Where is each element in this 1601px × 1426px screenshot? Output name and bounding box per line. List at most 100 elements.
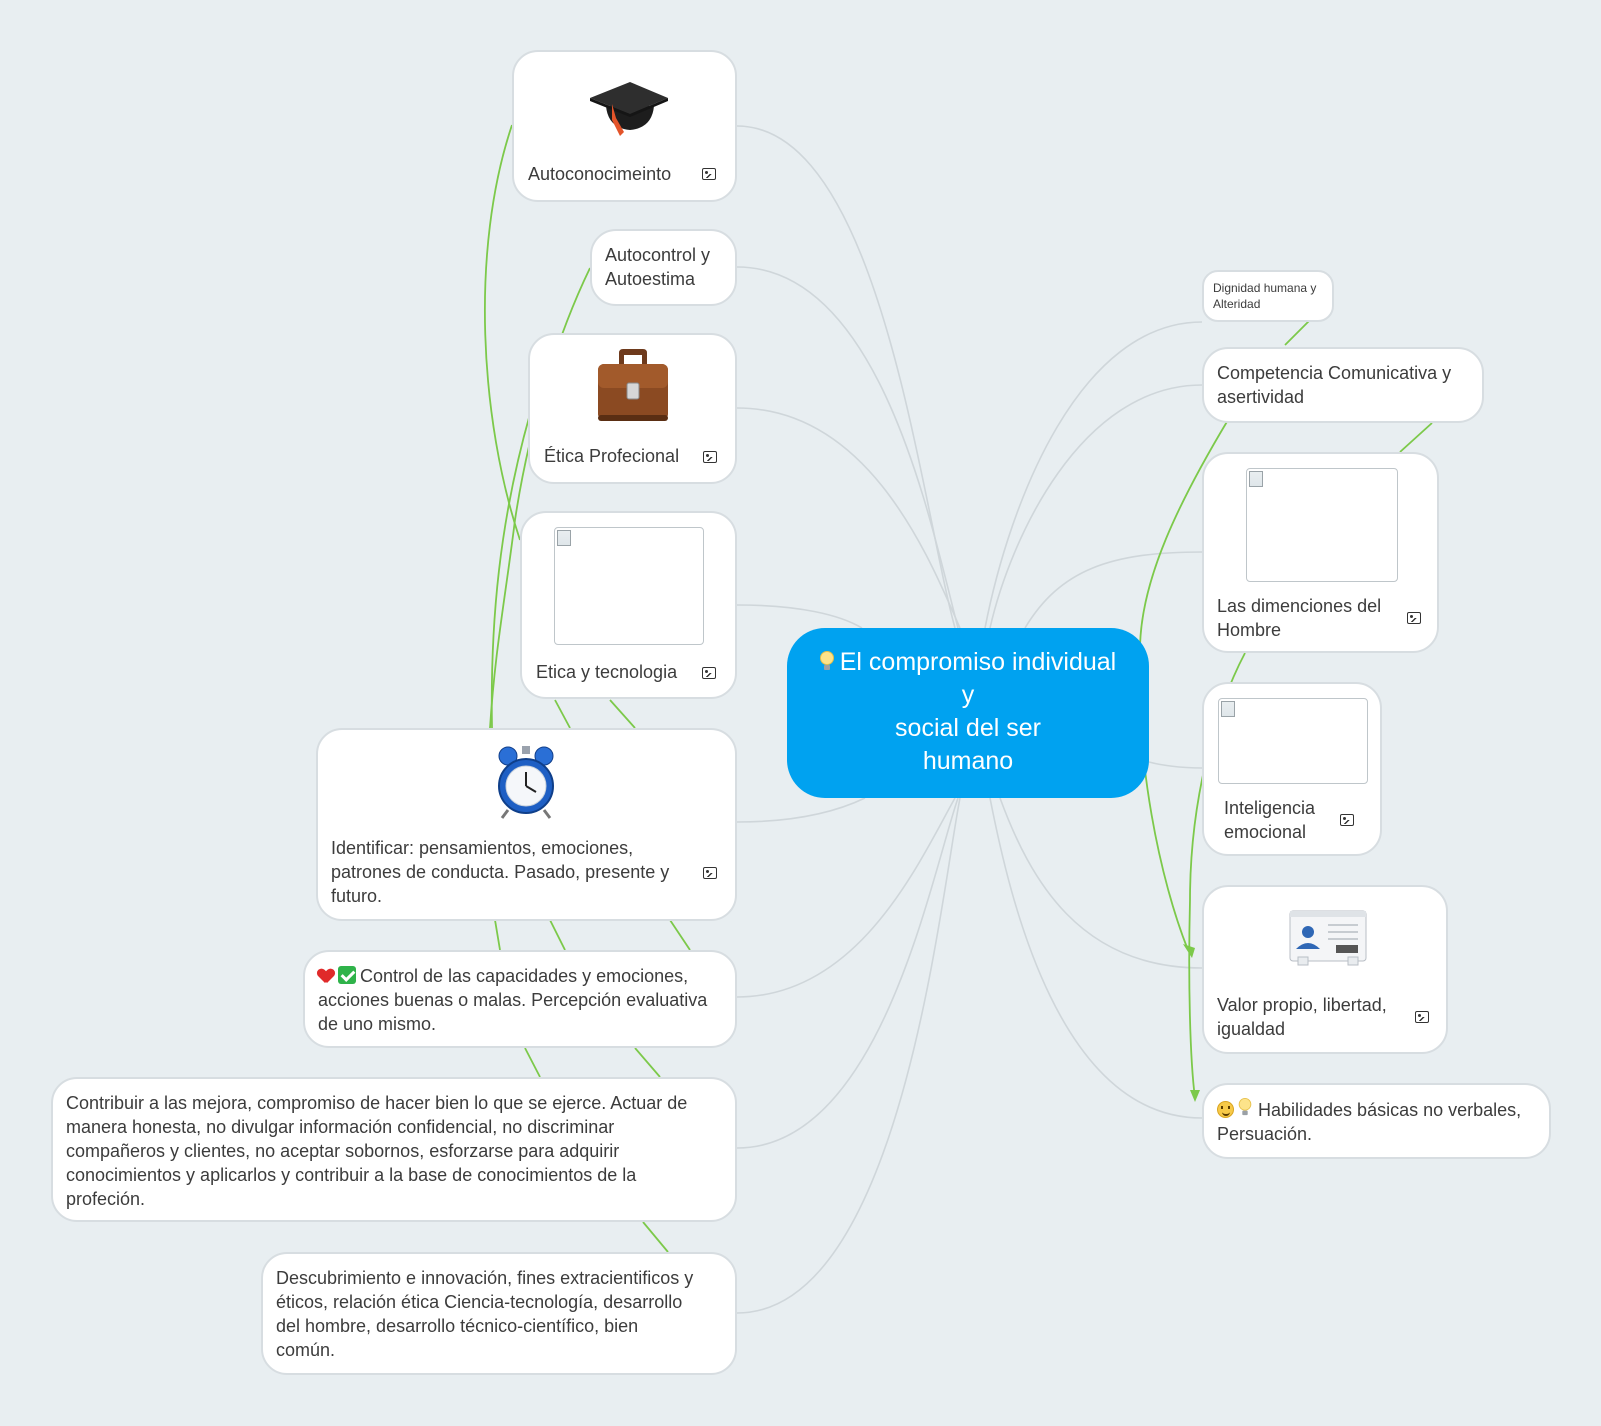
check-icon <box>338 966 356 984</box>
link-etica-profesional <box>736 407 961 629</box>
node-label-line: Autoestima <box>605 269 696 289</box>
image-icon[interactable] <box>703 867 717 879</box>
node-label-line: Valor propio, libertad, <box>1217 995 1387 1015</box>
link-inteligencia <box>1148 761 1203 769</box>
lightbulb-icon <box>819 651 834 671</box>
node-label: Identificar: pensamientos, emociones, pa… <box>331 836 669 908</box>
node-label-line: manera honesta, no divulgar información … <box>66 1117 615 1137</box>
relationship-link <box>484 124 521 541</box>
node-label-line: Competencia Comunicativa y <box>1217 363 1452 383</box>
node-label-line: conocimientos y aplicarlos y contribuir … <box>66 1165 637 1185</box>
node-label-line: futuro. <box>331 886 383 906</box>
link-dignidad <box>984 321 1203 629</box>
broken-image <box>554 527 704 645</box>
node-label-line: igualdad <box>1217 1019 1286 1039</box>
relationship-link <box>554 699 571 729</box>
lightbulb-icon <box>1238 1098 1252 1116</box>
image-icon[interactable] <box>703 451 717 463</box>
node-etica-tecnologia[interactable]: Etica y tecnologia <box>520 511 737 699</box>
central-line-4: humano <box>922 747 1014 775</box>
smile-icon <box>1217 1101 1234 1118</box>
relationship-link <box>549 919 566 951</box>
node-etica-profesional[interactable]: Ética Profecional <box>528 333 737 484</box>
alarm-clock-icon <box>498 746 554 819</box>
node-label-line: Alteridad <box>1213 297 1261 311</box>
image-icon[interactable] <box>702 667 716 679</box>
image-icon[interactable] <box>1407 612 1421 624</box>
node-label: Autoconocimeinto <box>528 164 672 184</box>
link-descubrimiento <box>736 797 961 1314</box>
node-label: Contribuir a las mejora, compromiso de h… <box>66 1091 687 1211</box>
node-label-line: Identificar: pensamientos, emociones, <box>331 838 634 858</box>
node-label: Inteligencia emocional <box>1224 796 1315 844</box>
broken-image <box>1246 468 1398 582</box>
node-label-line: patrones de conducta. Pasado, presente y <box>331 862 670 882</box>
node-label-line: compañeros y clientes, no aceptar soborn… <box>66 1141 620 1161</box>
relationship-link <box>669 919 691 951</box>
central-line-2: y <box>961 681 975 709</box>
node-inteligencia-emocional[interactable]: Inteligencia emocional <box>1202 682 1382 856</box>
relationship-link <box>524 1047 541 1078</box>
central-line-1: El compromiso individual <box>839 648 1117 676</box>
node-label-line: Inteligencia <box>1224 798 1316 818</box>
central-line-3: social del ser <box>895 714 1041 742</box>
image-icon[interactable] <box>702 168 716 180</box>
relationship-link <box>634 1047 661 1078</box>
heart-icon <box>318 968 334 984</box>
node-label-line: éticos, relación ética Ciencia-tecnologí… <box>276 1292 683 1312</box>
node-dimensiones-hombre[interactable]: Las dimenciones del Hombre <box>1202 452 1439 653</box>
link-habilidades <box>989 797 1203 1119</box>
broken-image <box>1218 698 1368 784</box>
node-label: Habilidades básicas no verbales, Persuac… <box>1217 1097 1521 1146</box>
node-label: Valor propio, libertad, igualdad <box>1217 993 1387 1041</box>
node-label: Las dimenciones del Hombre <box>1217 594 1381 642</box>
node-label-line: Descubrimiento e innovación, fines extra… <box>276 1268 694 1288</box>
link-dimensiones <box>1024 551 1203 629</box>
node-label: Autocontrol y Autoestima <box>605 243 710 291</box>
image-icon[interactable] <box>1415 1011 1429 1023</box>
node-label: Etica y tecnologia <box>536 662 678 682</box>
link-contribuir <box>736 797 959 1149</box>
node-label: Ética Profecional <box>544 446 680 466</box>
central-topic[interactable]: El compromiso individual y social del se… <box>787 628 1149 798</box>
node-label-line: del hombre, desarrollo técnico-científic… <box>276 1316 639 1336</box>
node-label-line: de uno mismo. <box>318 1014 437 1034</box>
arrowhead <box>1183 944 1195 958</box>
briefcase-icon <box>598 349 668 421</box>
node-identificar[interactable]: Identificar: pensamientos, emociones, pa… <box>316 728 737 921</box>
node-label: Competencia Comunicativa y asertividad <box>1217 361 1451 409</box>
node-label-line: común. <box>276 1340 336 1360</box>
node-descubrimiento[interactable]: Descubrimiento e innovación, fines extra… <box>261 1252 737 1375</box>
node-label-line: Persuación. <box>1217 1124 1313 1144</box>
node-label-line: asertividad <box>1217 387 1305 407</box>
node-contribuir[interactable]: Contribuir a las mejora, compromiso de h… <box>51 1077 737 1222</box>
relationship-link <box>642 1221 669 1253</box>
link-identificar <box>736 797 866 823</box>
node-label-line: Dignidad humana y <box>1213 281 1317 295</box>
node-label-line: profeción. <box>66 1189 146 1209</box>
node-label-line: Autocontrol y <box>605 245 711 265</box>
node-dignidad-alteridad[interactable]: Dignidad humana y Alteridad <box>1202 270 1334 322</box>
node-competencia-comunicativa[interactable]: Competencia Comunicativa y asertividad <box>1202 347 1484 423</box>
image-icon[interactable] <box>1340 814 1354 826</box>
node-habilidades[interactable]: Habilidades básicas no verbales, Persuac… <box>1202 1083 1551 1159</box>
link-competencia <box>989 384 1203 629</box>
relationship-link <box>1284 319 1311 346</box>
node-label-line: Hombre <box>1217 620 1282 640</box>
link-autocontrol <box>736 266 959 629</box>
arrowhead <box>1190 1090 1200 1102</box>
node-label: Control de las capacidades y emociones, … <box>318 964 707 1036</box>
node-label-line: Habilidades básicas no verbales, <box>1258 1100 1522 1120</box>
node-autocontrol-autoestima[interactable]: Autocontrol y Autoestima <box>590 229 737 306</box>
node-control-capacidades[interactable]: Control de las capacidades y emociones, … <box>303 950 737 1048</box>
relationship-link <box>490 413 531 729</box>
link-control <box>736 797 956 998</box>
link-autoconocimiento <box>736 125 956 629</box>
id-card-icon <box>1289 910 1367 966</box>
node-valor-propio[interactable]: Valor propio, libertad, igualdad <box>1202 885 1448 1054</box>
node-label: Dignidad humana y Alteridad <box>1213 280 1316 312</box>
relationship-link <box>494 919 501 951</box>
node-autoconocimiento[interactable]: Autoconocimeinto <box>512 50 737 202</box>
node-label-line: Contribuir a las mejora, compromiso de h… <box>66 1093 688 1113</box>
